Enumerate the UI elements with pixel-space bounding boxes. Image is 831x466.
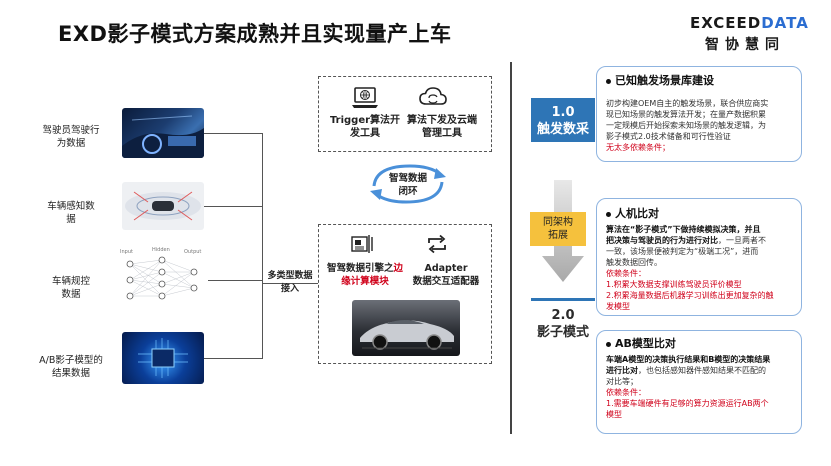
brand-logo-text: EXCEEDDATA bbox=[690, 14, 809, 32]
card-body: 算法在“影子模式”下做持续模拟决策，并且 把决策与驾驶员的行为进行对比，一旦两者… bbox=[606, 225, 774, 311]
nn-output-label: Output bbox=[184, 249, 202, 255]
connector-line bbox=[204, 206, 262, 207]
vehicle-edge-box bbox=[318, 224, 492, 364]
card-heading: 人机比对 bbox=[606, 205, 659, 221]
logo-part-exceed: EXCEED bbox=[690, 14, 762, 32]
stage-2-badge: 2.0 影子模式 bbox=[531, 298, 595, 344]
connector-line bbox=[262, 283, 318, 284]
stage-1-badge: 1.0 触发数采 bbox=[531, 98, 595, 142]
cloud-sync-icon bbox=[418, 86, 448, 110]
neural-network-diagram: Input Hidden Output bbox=[116, 247, 208, 308]
brand-logo-chinese: 智协慧同 bbox=[705, 37, 785, 53]
connector-line bbox=[262, 133, 263, 359]
nn-input-label: Input bbox=[120, 249, 133, 255]
input-label-perception: 车辆感知数 据 bbox=[47, 201, 95, 225]
card-body: 车端A模型的决策执行结果和B模型的决策结果 进行比对，也包括感知器件感知结果不匹… bbox=[606, 355, 771, 419]
adapter-sync-icon bbox=[426, 234, 448, 254]
data-loop-label: 智驾数据 闭环 bbox=[388, 173, 427, 197]
adapter-label: Adapter 数据交互适配器 bbox=[412, 263, 480, 287]
laptop-globe-icon bbox=[351, 86, 379, 110]
input-label-ab-model: A/B影子模型的 结果数据 bbox=[39, 355, 103, 379]
connector-line bbox=[208, 280, 262, 281]
nn-hidden-label: Hidden bbox=[152, 247, 170, 253]
human-machine-compare-card bbox=[596, 198, 802, 316]
card-heading: 已知触发场景库建设 bbox=[606, 72, 714, 88]
known-scenario-card bbox=[596, 66, 802, 162]
trigger-tool-label: Trigger算法开 发工具 bbox=[329, 115, 401, 139]
page-title: EXD影子模式方案成熟并且实现量产上车 bbox=[58, 22, 452, 46]
data-loop-arrows-icon bbox=[360, 160, 456, 206]
cloud-tools-box bbox=[318, 76, 492, 152]
edge-engine-label: 智驾数据引擎之边 缘计算模块 bbox=[326, 263, 404, 287]
ab-model-compare-card bbox=[596, 330, 802, 434]
card-body: 初步构建OEM自主的触发场景，联合供应商实 现已知场景的触发算法开发；在量产数据… bbox=[606, 99, 769, 152]
driver-cockpit-image bbox=[122, 108, 204, 158]
connector-line bbox=[204, 358, 262, 359]
vehicle-perception-image bbox=[122, 182, 204, 230]
input-label-driver: 驾驶员驾驶行 为数据 bbox=[42, 125, 100, 149]
chip-model-image bbox=[122, 332, 204, 384]
section-divider bbox=[510, 62, 512, 434]
deploy-tool-label: 算法下发及云端 管理工具 bbox=[407, 115, 477, 139]
connector-line bbox=[204, 133, 262, 134]
input-label-control: 车辆规控 数据 bbox=[51, 276, 90, 300]
concept-car-image bbox=[352, 300, 460, 356]
logo-part-data: DATA bbox=[761, 14, 809, 32]
architecture-expand-badge: 同架构 拓展 bbox=[530, 212, 586, 246]
card-heading: AB模型比对 bbox=[606, 335, 676, 351]
data-engine-icon bbox=[350, 232, 374, 256]
multi-type-data-label: 多类型数据 接入 bbox=[267, 271, 313, 294]
